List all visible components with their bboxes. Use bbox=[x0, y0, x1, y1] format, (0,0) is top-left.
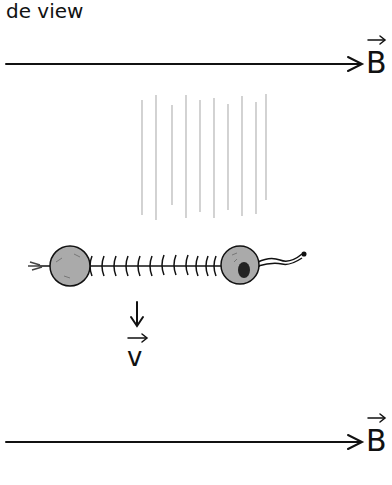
vector-label: v bbox=[127, 344, 142, 370]
velocity-arrow bbox=[136, 302, 138, 324]
view-label: de view bbox=[6, 1, 83, 21]
ball bbox=[221, 246, 259, 284]
motion-lines bbox=[142, 94, 266, 220]
field-line bbox=[6, 441, 360, 443]
vector-label: B bbox=[366, 48, 387, 78]
arrow-head bbox=[348, 57, 362, 71]
field-line bbox=[6, 63, 360, 65]
vector-label: B bbox=[366, 426, 387, 456]
arrow-head bbox=[348, 435, 362, 449]
ball bbox=[50, 246, 90, 286]
